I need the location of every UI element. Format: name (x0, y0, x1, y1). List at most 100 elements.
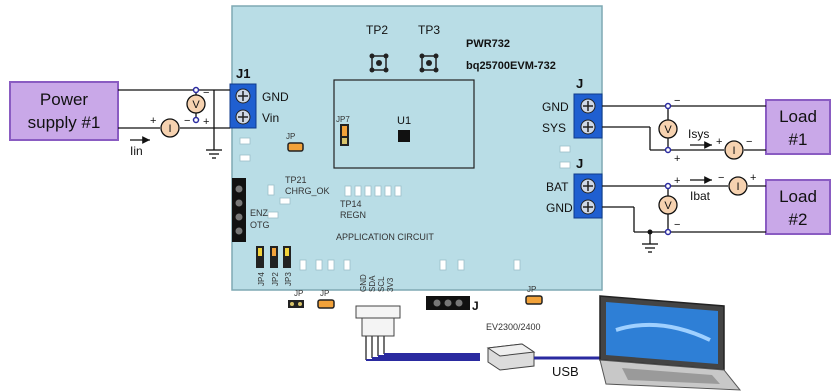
vbat-meter-minus: − (674, 219, 680, 231)
isys-ammeter-minus: − (746, 136, 752, 148)
jp3-label: JP3 (284, 272, 293, 286)
jp7-jumper-icon (340, 124, 349, 146)
j1-terminal-block (229, 83, 257, 129)
vbat-meter-plus: + (674, 175, 680, 187)
svg-text:V: V (664, 200, 672, 212)
sys-voltmeter-icon: V (658, 119, 678, 139)
jp-small-jumper-icon (287, 142, 304, 152)
j1-gnd-node-icon (192, 86, 200, 94)
sys-ammeter-icon: I (724, 140, 744, 160)
ibat-label: Ibat (690, 189, 711, 203)
u1-region (333, 79, 475, 169)
j-sys-label: J (576, 76, 583, 91)
pin-label-scl: SCL (377, 276, 386, 292)
load1-box (765, 99, 831, 155)
svg-text:I: I (736, 181, 739, 193)
otg-label: OTG (250, 220, 270, 230)
iin-label: Iin (130, 144, 143, 158)
j1-vin-label: Vin (262, 111, 279, 125)
iin-ammeter-minus: − (184, 115, 190, 127)
regn-label: REGN (340, 210, 366, 220)
chrg-ok-label: CHRG_OK (285, 186, 330, 196)
power-supply-box (9, 81, 119, 141)
ev-adapter-box (486, 343, 536, 371)
sys-gnd-node-icon (664, 102, 672, 110)
jp-bottom2-jumper-icon (317, 299, 335, 309)
jp-bottom2-label: JP (320, 289, 329, 298)
jp4-jp2-jp3-jumpers-icon (256, 246, 291, 268)
usb-label: USB (552, 364, 579, 379)
vin-meter-minus: − (203, 87, 209, 99)
left-header-connector (232, 178, 246, 242)
jp-right-label: JP (527, 285, 536, 294)
jp2-label: JP2 (271, 272, 280, 286)
board-pads (239, 137, 571, 271)
ibat-ammeter-minus: − (718, 172, 724, 184)
j-bat-bat-label: BAT (546, 180, 569, 194)
iin-ammeter-plus: + (150, 115, 156, 127)
j1-gnd-label: GND (262, 90, 289, 104)
jp4-label: JP4 (257, 272, 266, 286)
bat-probe-node-icon (664, 182, 672, 190)
sys-output-wiring (602, 105, 766, 151)
laptop-icon (599, 295, 742, 391)
ev-adapter-label: EV2300/2400 (486, 322, 541, 332)
isys-label: Isys (688, 127, 709, 141)
comm-cable-wires (366, 353, 480, 361)
input-ammeter-icon: I (160, 118, 180, 138)
load2-line1: Load (779, 187, 817, 206)
j-bat-gnd-label: GND (546, 201, 573, 215)
vin-meter-plus: + (203, 116, 209, 128)
sys-probe-node-icon (664, 146, 672, 154)
j-bat-terminal-block (573, 173, 603, 219)
application-circuit-label: APPLICATION CIRCUIT (336, 232, 434, 242)
pin-label-gnd: GND (359, 274, 368, 292)
bat-voltmeter-icon: V (658, 195, 678, 215)
tp21-label: TP21 (285, 175, 307, 185)
bat-ammeter-icon: I (728, 176, 748, 196)
enz-label: ENZ (250, 208, 269, 218)
jp7-label: JP7 (336, 115, 350, 124)
tp14-label: TP14 (340, 199, 362, 209)
bottom-header-connector (426, 296, 470, 310)
svg-text:V: V (192, 99, 200, 111)
input-voltmeter-icon: V (186, 94, 206, 114)
j-sys-gnd-label: GND (542, 100, 569, 114)
pin-label-3v3: 3V3 (386, 277, 395, 292)
load2-box (765, 179, 831, 235)
load2-line2: #2 (789, 210, 808, 229)
load1-line2: #1 (789, 130, 808, 149)
svg-text:I: I (168, 123, 171, 135)
tp2-connector-icon (369, 53, 389, 73)
j1-label: J1 (236, 66, 250, 81)
j-sys-sys-label: SYS (542, 121, 566, 135)
ibat-ammeter-plus: + (750, 172, 756, 184)
u1-chip (398, 130, 410, 142)
input-wiring (118, 89, 230, 159)
jp-bottom1-label: JP (294, 289, 303, 298)
bat-gnd-junction-icon (647, 229, 653, 235)
vsys-meter-minus: − (674, 95, 680, 107)
comm-cable-plug (355, 305, 401, 360)
j-sys-terminal-block (573, 93, 603, 139)
tp3-label: TP3 (418, 23, 440, 37)
pin-label-sda: SDA (368, 275, 377, 292)
j-bottom-label: J (472, 299, 479, 313)
power-supply-line2: supply #1 (28, 113, 101, 132)
power-supply-line1: Power (40, 90, 89, 109)
svg-text:I: I (732, 145, 735, 157)
jp-bottom1-jumper-icon (288, 300, 304, 308)
isys-ammeter-plus: + (716, 136, 722, 148)
u1-label: U1 (397, 115, 411, 127)
svg-text:V: V (664, 124, 672, 136)
load1-line1: Load (779, 107, 817, 126)
tp3-connector-icon (419, 53, 439, 73)
bat-gnd-node-icon (664, 228, 672, 236)
j-bat-label: J (576, 156, 583, 171)
board-title-2: bq25700EVM-732 (466, 60, 556, 72)
board-title-1: PWR732 (466, 38, 510, 50)
tp2-label: TP2 (366, 23, 388, 37)
jp-small-label: JP (286, 132, 295, 141)
